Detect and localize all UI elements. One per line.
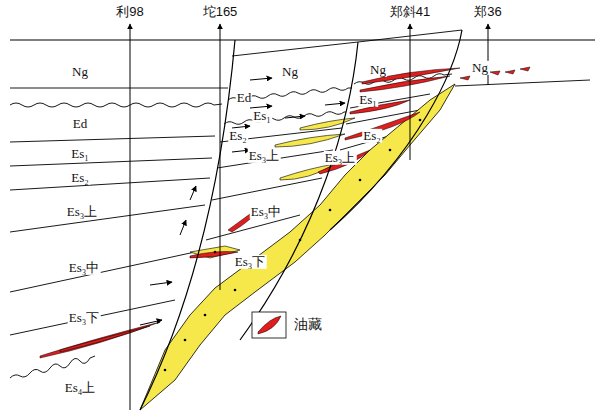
strata-label: Es₃上 (324, 151, 357, 165)
strata-label: Es₁ (252, 109, 272, 123)
legend-text: 油藏 (294, 316, 322, 334)
strata-label: Es₃上 (248, 149, 281, 163)
well-name: 郑斜41 (389, 5, 431, 19)
strata-label: Es₁ (70, 147, 90, 161)
strata-label: Es₄上 (64, 381, 97, 395)
strata-label: Ng (71, 65, 89, 79)
legend-swatch (258, 316, 281, 334)
strata-label: Es₂ (70, 171, 90, 185)
strata-label: Es₁ (358, 93, 378, 107)
strata-label: Es₂ (362, 129, 382, 143)
strata-label: Es₃中 (68, 261, 101, 275)
well-name: 郑36 (473, 5, 502, 19)
legend-box (252, 312, 286, 338)
strata-label: Ed (72, 117, 88, 131)
strata-label: Es₂ (228, 129, 248, 143)
strata-label: Es₃中 (250, 205, 283, 219)
strata-label: Ed (236, 91, 252, 105)
strata-label: Es₃下 (68, 311, 101, 325)
strata-label: Es₃上 (66, 205, 99, 219)
strata-label: Es₃下 (234, 255, 267, 269)
well-name: 利98 (115, 5, 144, 19)
well-name: 坨165 (202, 5, 239, 19)
strata-label: Ng (281, 65, 299, 79)
strata-label: Ng (471, 61, 489, 75)
strata-label: Ng (369, 63, 387, 77)
